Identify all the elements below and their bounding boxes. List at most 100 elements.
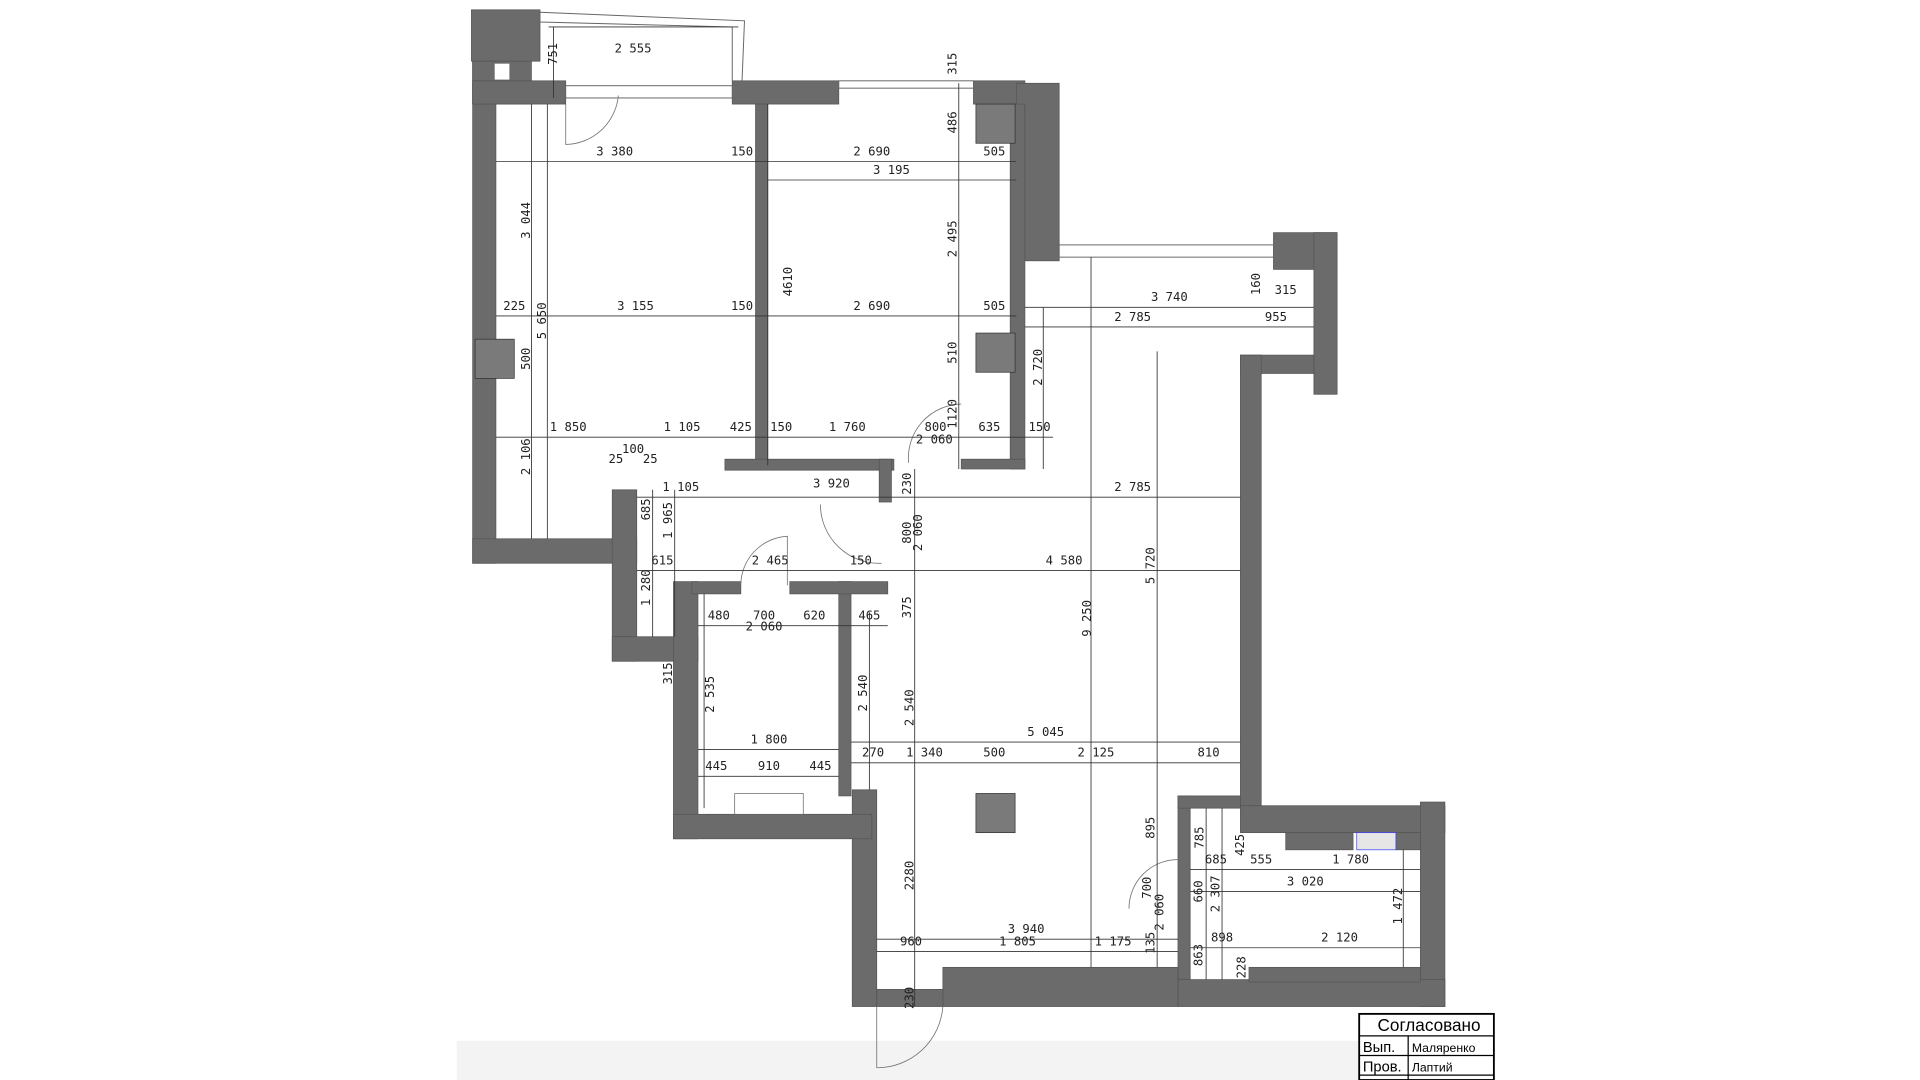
title-block-label-performed: Вып. [1363, 1040, 1395, 1056]
dimension-label: 1 805 [999, 934, 1036, 948]
dimension-label: 5 650 [535, 302, 549, 339]
dimension-label: 700 [753, 609, 775, 623]
dimension-label: 2 120 [1321, 931, 1358, 945]
dimension-label: 615 [651, 553, 673, 567]
dimension-label: 1 280 [639, 569, 653, 606]
dimension-label: 486 [945, 111, 959, 133]
dimension-label: 620 [803, 609, 825, 623]
dimension-label: 2 540 [902, 689, 916, 726]
dimension-label: 425 [730, 420, 752, 434]
dimension-label: 315 [661, 662, 675, 684]
dimension-label: 2 060 [911, 514, 925, 551]
dimension-label: 2 495 [945, 220, 959, 257]
dimension-label: 225 [503, 299, 525, 313]
dimension-label: 2 465 [752, 553, 789, 567]
dimension-label: 425 [1233, 834, 1247, 856]
dimension-label: 785 [1193, 826, 1207, 848]
dimension-label: 3 155 [617, 299, 654, 313]
dimension-label: 2 535 [703, 676, 717, 713]
dimension-label: 150 [731, 299, 753, 313]
column [975, 103, 1016, 144]
dimension-label: 3 920 [813, 476, 850, 490]
dimension-label: 700 [1140, 877, 1154, 899]
dimension-label: 2 540 [856, 675, 870, 712]
column [474, 338, 515, 379]
title-block-label-checked: Пров. [1363, 1059, 1402, 1075]
column [975, 332, 1016, 373]
dimension-label: 500 [519, 348, 533, 370]
windows [539, 11, 1274, 258]
dimension-label: 960 [900, 934, 922, 948]
dimension-label: 1120 [945, 399, 959, 428]
dimension-label: 25 [643, 452, 658, 466]
dimension-label: 800 [900, 522, 914, 544]
dimension-label: 375 [900, 596, 914, 618]
dimension-label: 270 [862, 746, 884, 760]
dimension-label: 465 [858, 609, 880, 623]
dimension-label: 2 785 [1114, 480, 1151, 494]
dimension-label: 4 580 [1046, 553, 1083, 567]
title-block: Согласовано Вып. Маляренко Пров. Лаптий [1358, 1012, 1495, 1080]
dimension-label: 100 [622, 442, 644, 456]
dimension-label: 505 [983, 145, 1005, 159]
dimension-label: 895 [1144, 817, 1158, 839]
dimension-label: 660 [1191, 880, 1205, 902]
dimension-label: 510 [945, 342, 959, 364]
dimension-label: 863 [1191, 944, 1205, 966]
dimension-label: 25 [609, 452, 624, 466]
dimension-label: 150 [1029, 420, 1051, 434]
dimension-label: 1 105 [662, 480, 699, 494]
dimension-label: 1 800 [751, 732, 788, 746]
dimension-label: 135 [1144, 932, 1158, 954]
dimension-label: 500 [983, 746, 1005, 760]
dimension-label: 955 [1265, 310, 1287, 324]
dimension-label: 2 106 [519, 438, 533, 475]
dimension-label: 150 [770, 420, 792, 434]
dimension-label: 2 060 [746, 620, 783, 634]
walls [471, 9, 1446, 1007]
dimension-label: 2280 [902, 861, 916, 890]
dimension-label: 2 785 [1114, 310, 1151, 324]
dimension-label: 160 [1249, 273, 1263, 295]
title-block-value-performed: Маляренко [1412, 1041, 1476, 1055]
dimension-label: 751 [546, 43, 560, 65]
dimension-lines [495, 26, 1421, 1007]
dimension-label: 3 940 [1008, 922, 1045, 936]
dimension-label: 3 380 [596, 145, 633, 159]
dimension-label: 555 [1250, 852, 1272, 866]
dimension-label: 9 250 [1080, 600, 1094, 637]
columns [474, 103, 1016, 834]
dimension-label: 445 [809, 759, 831, 773]
dimension-label: 4610 [781, 267, 795, 296]
dimension-label: 505 [983, 299, 1005, 313]
dimension-label: 685 [639, 498, 653, 520]
dimension-label: 3 195 [873, 163, 910, 177]
dimension-label: 3 020 [1287, 874, 1324, 888]
dimension-label: 1 175 [1095, 934, 1132, 948]
column [975, 793, 1016, 834]
dimension-label: 1 965 [661, 502, 675, 539]
dimension-label: 2 720 [1031, 349, 1045, 386]
dimension-label: 150 [731, 145, 753, 159]
dimension-label: 1 780 [1332, 852, 1369, 866]
dimension-label: 685 [1205, 852, 1227, 866]
title-block-value-checked: Лаптий [1412, 1060, 1453, 1074]
dimension-label: 3 044 [519, 202, 533, 239]
dimension-label: 635 [978, 420, 1000, 434]
bottom-fade [456, 1040, 1474, 1080]
dimension-label: 2 125 [1077, 746, 1114, 760]
dimension-label: 2 060 [1152, 894, 1166, 931]
dimension-label: 5 045 [1027, 725, 1064, 739]
doors [565, 95, 1178, 1069]
dimension-label: 800 [924, 420, 946, 434]
dimension-label: 1 340 [906, 746, 943, 760]
dimension-label: 2 060 [916, 432, 953, 446]
dimension-label: 1 760 [829, 420, 866, 434]
dimension-label: 1 850 [550, 420, 587, 434]
dimension-label: 230 [902, 987, 916, 1009]
dimension-label: 315 [1275, 283, 1297, 297]
dimension-label: 315 [945, 53, 959, 75]
dimension-label: 5 720 [1144, 547, 1158, 584]
dimension-label: 2 307 [1209, 875, 1223, 912]
